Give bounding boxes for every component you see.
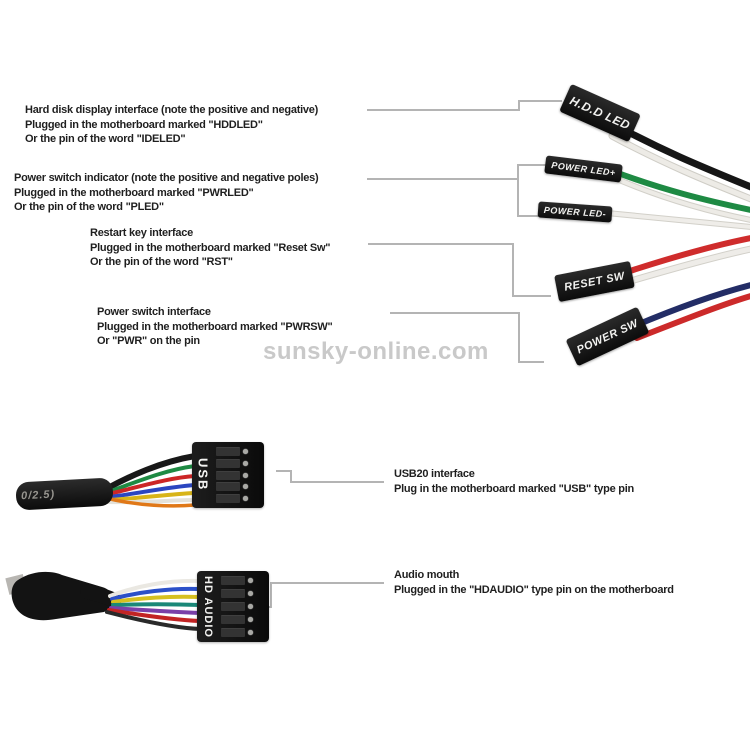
usb-cable-sleeve-tube: 0/2.5) [15, 477, 114, 511]
pin-slot [216, 447, 248, 456]
leader-power-sw [390, 312, 544, 363]
audio-header-label: HD AUDIO [202, 575, 214, 638]
annotation-line: Power switch interface [97, 306, 211, 318]
annotation-line: Or "PWR" on the pin [97, 335, 200, 347]
usb-cable-strands [103, 453, 198, 508]
pin-slot [221, 628, 253, 637]
pin-slot [216, 458, 248, 468]
annotation-line: Plugged in the "HDAUDIO" type pin on the… [394, 583, 674, 596]
watermark-text: sunsky-online.com [263, 338, 489, 365]
leader-usb [276, 470, 384, 483]
pin-slot [221, 576, 253, 585]
annotation-line: Plug in the motherboard marked "USB" typ… [394, 482, 634, 495]
pin-icon [248, 617, 253, 622]
annotation-line: Plugged in the motherboard marked "HDDLE… [25, 118, 263, 131]
usb-header-label: USB [195, 458, 211, 492]
leader-power-led-bracket [517, 164, 546, 217]
annotation-hdd-led: Hard disk display interface (note the po… [25, 103, 318, 147]
reset-sw-wires [620, 235, 750, 287]
annotation-line: Or the pin of the word "PLED" [14, 201, 164, 213]
usb-header-connector: USB [192, 442, 264, 508]
pin-icon [248, 578, 253, 583]
usb-sleeve-print: 0/2.5) [20, 488, 56, 503]
pin-slot [216, 494, 248, 503]
annotation-reset-sw: Restart key interface Plugged in the mot… [90, 226, 331, 270]
annotation-audio: Audio mouth Plugged in the "HDAUDIO" typ… [394, 568, 674, 597]
annotation-line: Restart key interface [90, 227, 193, 239]
annotation-line: Plugged in the motherboard marked "PWRLE… [14, 186, 254, 199]
pin-slot [216, 482, 248, 492]
annotation-power-sw: Power switch interface Plugged in the mo… [97, 305, 333, 349]
leader-audio [266, 582, 384, 608]
annotation-line: Or the pin of the word "RST" [90, 256, 233, 268]
leader-hdd-led [367, 100, 562, 111]
pin-slot [221, 615, 253, 624]
annotation-power-led: Power switch indicator (note the positiv… [14, 171, 319, 215]
power-led-minus-label: POWER LED- [543, 204, 607, 220]
audio-cable-strands [105, 578, 202, 631]
annotation-line: Plugged in the motherboard marked "PWRSW… [97, 320, 333, 333]
annotation-line: USB20 interface [394, 468, 475, 480]
pin-slot [221, 602, 253, 611]
annotation-line: Hard disk display interface (note the po… [25, 104, 319, 116]
annotation-line: Plugged in the motherboard marked "Reset… [90, 241, 331, 254]
power-led-wires [604, 167, 750, 230]
pin-slot [221, 589, 253, 598]
pin-icon [243, 449, 248, 454]
pin-icon [248, 630, 253, 635]
pin-icon [243, 472, 248, 478]
power-sw-wires [629, 282, 750, 341]
reset-sw-label: RESET SW [563, 269, 626, 294]
annotation-line: Audio mouth [394, 569, 460, 581]
pin-icon [243, 496, 248, 501]
audio-header-connector: HD AUDIO [197, 571, 269, 642]
pin-icon [243, 484, 248, 490]
power-led-plus-label: POWER LED+ [550, 160, 617, 178]
pin-icon [248, 591, 253, 596]
pin-icon [248, 604, 253, 609]
leader-reset-sw [368, 243, 551, 297]
pin-icon [243, 460, 248, 466]
annotation-usb: USB20 interface Plug in the motherboard … [394, 467, 634, 496]
usb-pin-slots [216, 447, 248, 503]
pin-slot [216, 470, 248, 480]
audio-cable-sleeve [5, 571, 122, 621]
annotation-line: Or the pin of the word "IDELED" [25, 133, 186, 145]
annotation-line: Power switch indicator (note the positiv… [14, 172, 319, 184]
audio-pin-slots [221, 576, 253, 637]
